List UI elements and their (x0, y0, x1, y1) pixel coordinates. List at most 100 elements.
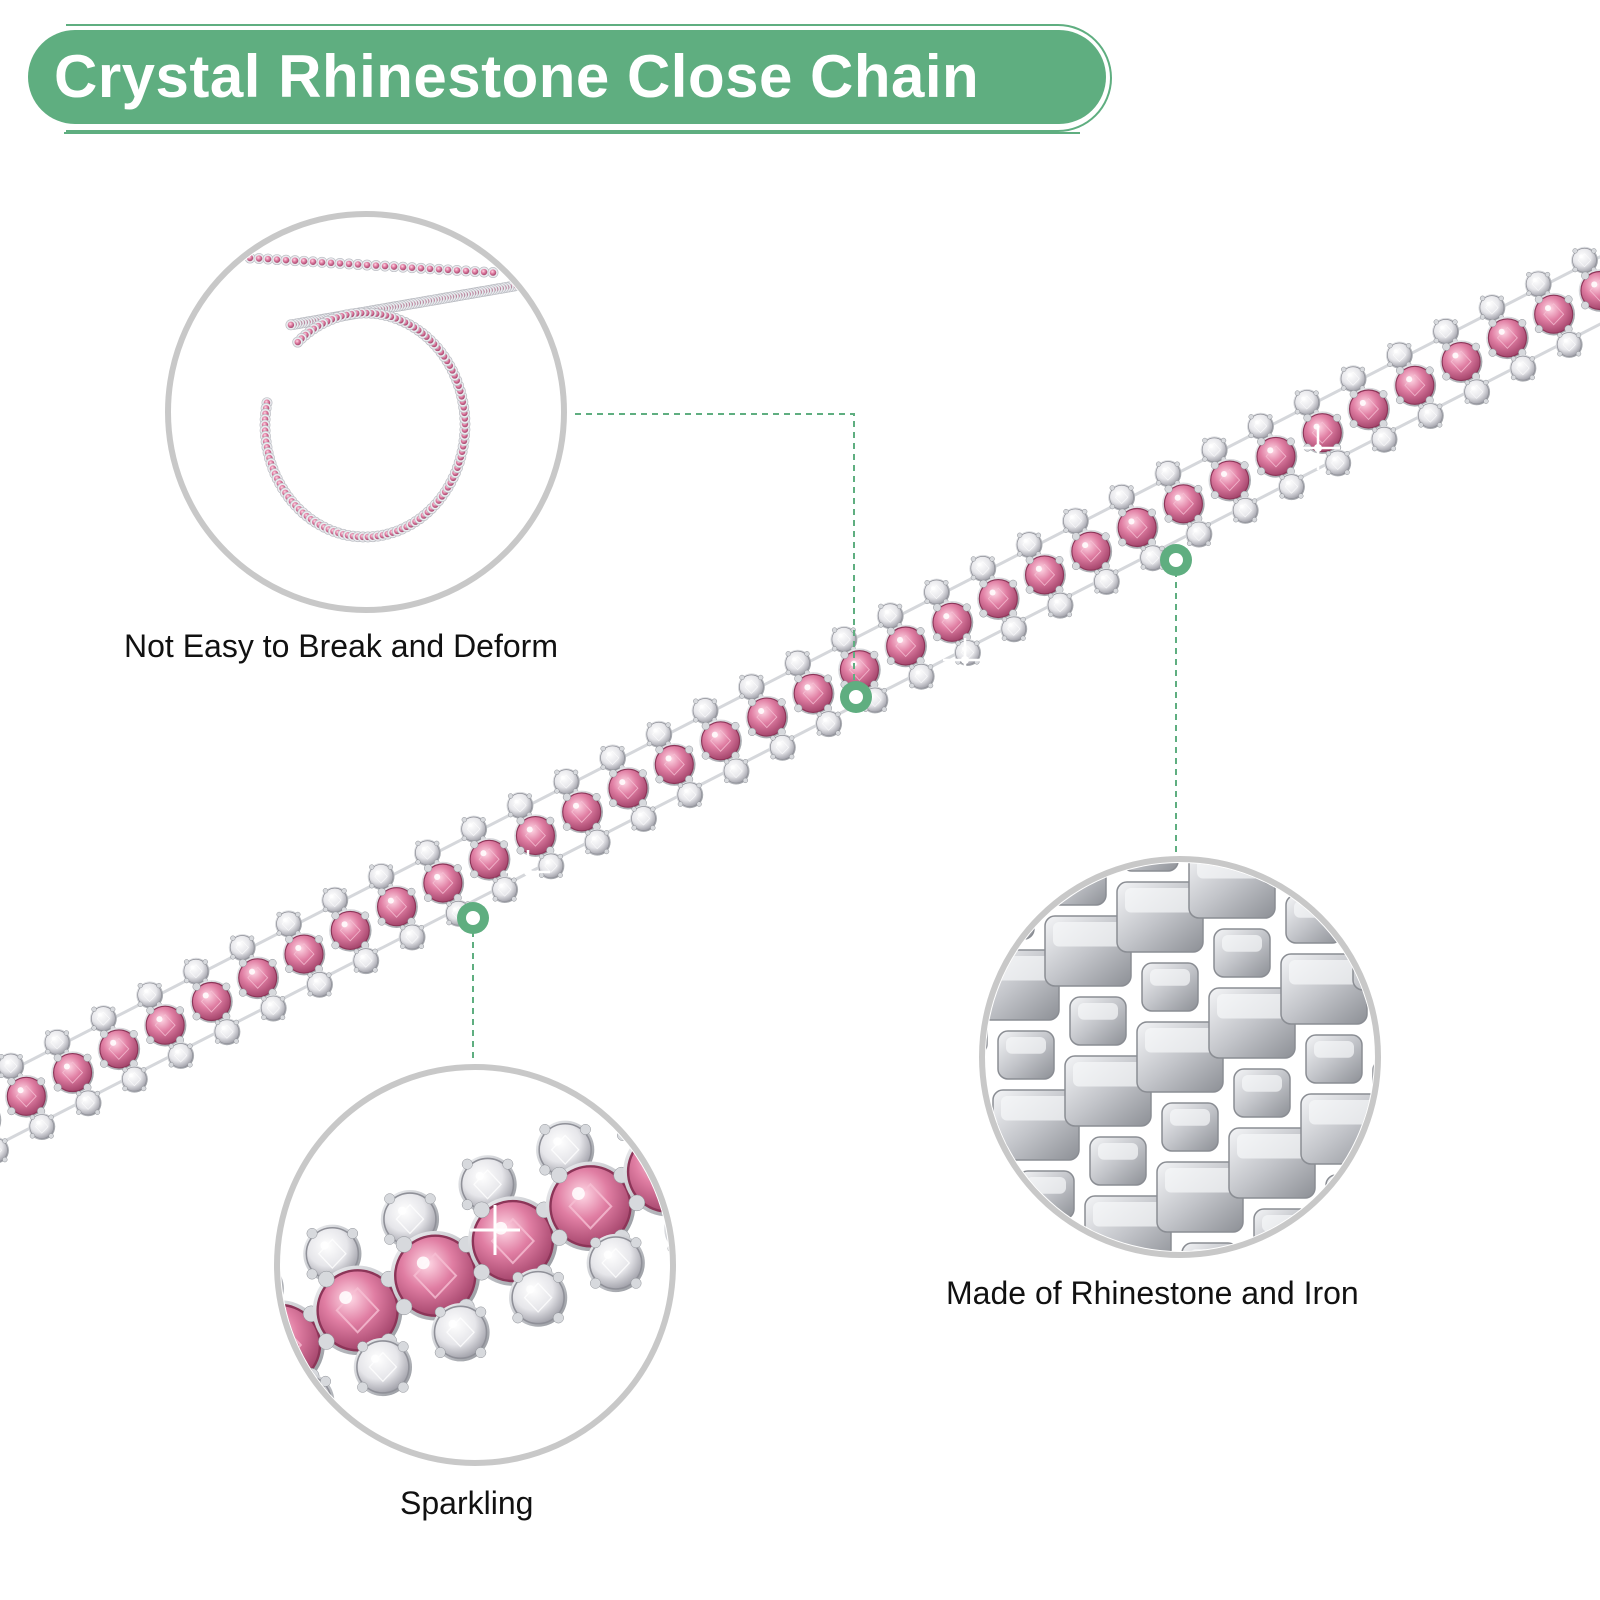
pink-rhinestone (1300, 411, 1344, 454)
metal-cup (1228, 1127, 1316, 1199)
pink-rhinestone (1532, 292, 1575, 336)
pink-rhinestone (190, 980, 233, 1023)
clear-rhinestone (199, 1407, 257, 1465)
clear-rhinestone (1000, 615, 1028, 643)
metal-cup (1213, 928, 1271, 978)
clear-rhinestone (645, 720, 673, 748)
pink-rhinestone (1393, 364, 1437, 407)
clear-rhinestone (722, 757, 750, 785)
pink-rhinestone (51, 1051, 94, 1094)
metal-back-closeup (834, 721, 1531, 1427)
title-banner-pill (28, 30, 1106, 124)
clear-rhinestone (1092, 568, 1120, 595)
pink-rhinestone (158, 1335, 248, 1425)
clear-rhinestone (1432, 317, 1460, 345)
metal-cup (1338, 721, 1394, 769)
pink-rhinestone (1439, 340, 1483, 383)
metal-cup (1208, 987, 1296, 1059)
metal-cup (1445, 1026, 1531, 1096)
pink-rhinestone (1486, 316, 1529, 360)
feature-caption-sparkling: Sparkling (400, 1485, 534, 1521)
clear-rhinestone (1231, 496, 1259, 524)
pink-rhinestone (1069, 529, 1113, 573)
metal-cup (1116, 881, 1204, 953)
metal-cup (1280, 953, 1368, 1025)
clear-rhinestone (306, 970, 333, 998)
clear-rhinestone (89, 1005, 117, 1033)
clear-rhinestone (182, 957, 210, 985)
clear-rhinestone (1108, 483, 1136, 511)
clear-rhinestone (228, 934, 256, 961)
sparkle-icon (506, 850, 550, 894)
clear-rhinestone (413, 839, 441, 867)
metal-cup (1357, 863, 1374, 910)
metal-cup (1425, 886, 1511, 956)
sparkle-icon (943, 638, 987, 682)
metal-cup (1136, 1021, 1224, 1093)
clear-rhinestone (586, 1233, 645, 1293)
clear-rhinestone (1370, 425, 1398, 453)
title-banner-outline (66, 24, 1112, 132)
pink-rhinestone (560, 790, 603, 834)
clear-rhinestone (830, 625, 858, 653)
metal-cup (1044, 915, 1132, 987)
metal-cup (1233, 1068, 1291, 1118)
clear-rhinestone (1385, 341, 1413, 369)
pink-rhinestone (236, 956, 279, 1000)
clear-rhinestone (1324, 449, 1352, 477)
clear-rhinestone (167, 1042, 195, 1069)
clear-rhinestone (1555, 331, 1583, 358)
metal-cup (1450, 967, 1506, 1015)
clear-rhinestone (1061, 507, 1089, 535)
metal-cup (894, 1379, 950, 1427)
callout-marker-dot-center (466, 911, 480, 925)
clear-rhinestone (1200, 436, 1228, 464)
metal-cup (1260, 863, 1348, 885)
pink-rhinestone (745, 695, 789, 739)
pink-rhinestone (838, 648, 881, 691)
clear-rhinestone (1139, 544, 1167, 572)
clear-rhinestone (583, 828, 611, 856)
pink-rhinestone (1254, 435, 1298, 478)
pink-rhinestone (623, 1126, 669, 1217)
pink-rhinestone (1162, 482, 1205, 526)
clear-rhinestone (784, 649, 812, 677)
callout-metal-back (834, 721, 1531, 1427)
clear-rhinestone (552, 768, 580, 796)
pink-rhinestone (976, 577, 1020, 620)
clear-rhinestone (259, 994, 287, 1022)
metal-cup (1378, 1001, 1434, 1049)
metal-cup (1161, 1102, 1219, 1152)
pink-rhinestone (468, 1196, 558, 1286)
metal-cup (997, 1030, 1055, 1080)
clear-rhinestone (768, 733, 796, 761)
clear-rhinestone (1293, 388, 1321, 416)
clear-rhinestone (213, 1018, 241, 1046)
pink-rhinestone (143, 1003, 187, 1047)
clear-rhinestone (907, 662, 935, 690)
metal-cup (1333, 780, 1419, 850)
clear-rhinestone (353, 1337, 413, 1397)
clear-rhinestone (506, 791, 534, 819)
clear-rhinestone (969, 554, 997, 582)
page-title: Crystal Rhinestone Close Chain (54, 43, 980, 110)
pink-rhinestone (545, 1161, 636, 1252)
clear-rhinestone (1278, 473, 1305, 501)
metal-cup (834, 959, 890, 1007)
clear-rhinestone (691, 697, 719, 724)
sparkle-icon (1296, 426, 1340, 470)
metal-cup (1064, 1055, 1152, 1127)
clear-rhinestone (136, 981, 164, 1009)
pink-rhinestone (0, 1112, 2, 1128)
clear-rhinestone (1509, 354, 1537, 382)
metal-cup (1405, 746, 1491, 816)
metal-cup (854, 1099, 910, 1147)
callout-marker-dot-center (1169, 553, 1183, 567)
sparkle-icon (470, 1205, 520, 1255)
pink-rhinestone (514, 814, 557, 857)
metal-cup (1352, 919, 1374, 991)
clear-rhinestone (1046, 591, 1074, 619)
pink-rhinestone (1023, 553, 1066, 597)
clear-rhinestone (0, 1137, 9, 1163)
